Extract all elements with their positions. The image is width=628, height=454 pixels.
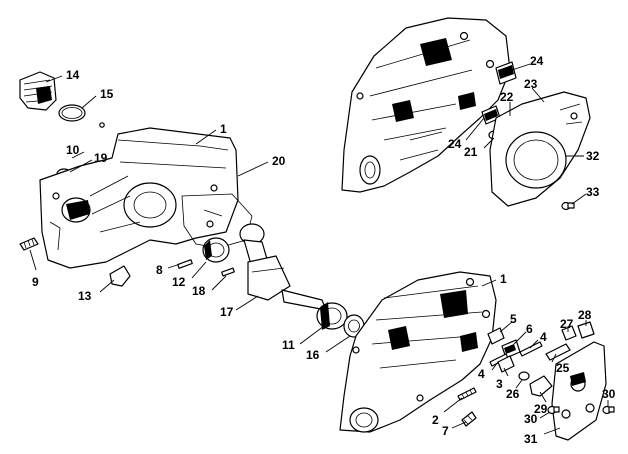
left-crankcase-assembly [19,71,365,338]
callout-14: 14 [66,68,80,82]
callout-13: 13 [78,289,92,303]
callout-4-lower: 4 [478,367,485,381]
callout-32: 32 [586,149,600,163]
gasket [181,193,253,249]
crankcase-lower-view [339,271,497,433]
oil-pump-gear [19,71,57,111]
side-plate [551,341,607,441]
washer-26 [518,371,530,381]
callout-labels: 14 15 1 10 19 20 9 13 8 12 18 17 11 16 2… [32,54,616,446]
callout-24-lower: 24 [448,137,462,151]
callout-2: 2 [432,413,439,427]
leader-lines [29,63,609,435]
screw-30-right [602,405,615,415]
callout-21: 21 [464,145,478,159]
sprocket-cover [489,91,591,207]
rubber-block-upper-face [498,65,514,79]
stud-2 [457,387,477,401]
callout-25: 25 [556,361,570,375]
callout-16: 16 [306,348,320,362]
spring-27 [561,325,577,341]
ball-bearing-12 [202,237,230,263]
callout-4-upper: 4 [540,330,547,344]
o-ring [58,104,86,122]
callout-15: 15 [100,87,114,101]
callout-1-right: 1 [500,272,507,286]
sleeve-6-face [504,344,516,354]
callout-18: 18 [192,284,206,298]
rubber-block-lower-face [484,109,498,121]
callout-17: 17 [220,305,234,319]
upper-right-assembly [341,17,591,211]
callout-30-right: 30 [602,387,616,401]
callout-23: 23 [524,77,538,91]
callout-20: 20 [272,154,286,168]
callout-28: 28 [578,308,592,322]
pin-18 [221,267,235,277]
lower-right-assembly [339,271,615,441]
crankcase-upper-view [341,17,511,193]
sleeve-3 [497,355,515,373]
crankshaft [239,223,327,311]
callout-3: 3 [496,377,503,391]
screw-9 [19,237,39,251]
callout-29: 29 [534,402,548,416]
callout-12: 12 [172,275,186,289]
stud-4-upper [519,341,543,357]
callout-9: 9 [32,275,39,289]
callout-26: 26 [506,387,520,401]
callout-31: 31 [524,432,538,446]
callout-27: 27 [560,317,574,331]
callout-30-left: 30 [524,412,538,426]
callout-33: 33 [586,185,600,199]
callout-24-upper: 24 [530,54,544,68]
ball-bearing-11 [316,302,348,330]
small-screw [99,122,105,128]
screw-7 [461,411,477,427]
callout-1-left: 1 [220,122,227,136]
callout-19: 19 [94,151,108,165]
callout-6: 6 [526,322,533,336]
callout-11: 11 [282,338,295,352]
chain-tensioner [529,375,553,397]
callout-22: 22 [500,90,514,104]
collar-stud-25 [545,343,571,361]
callout-10: 10 [66,143,80,157]
callout-7: 7 [442,424,449,438]
plug-13 [109,265,131,287]
pin-8 [177,259,193,269]
screw-30-left [547,405,560,415]
screw-33 [561,201,575,211]
callout-5: 5 [510,312,517,326]
callout-8: 8 [156,263,163,277]
